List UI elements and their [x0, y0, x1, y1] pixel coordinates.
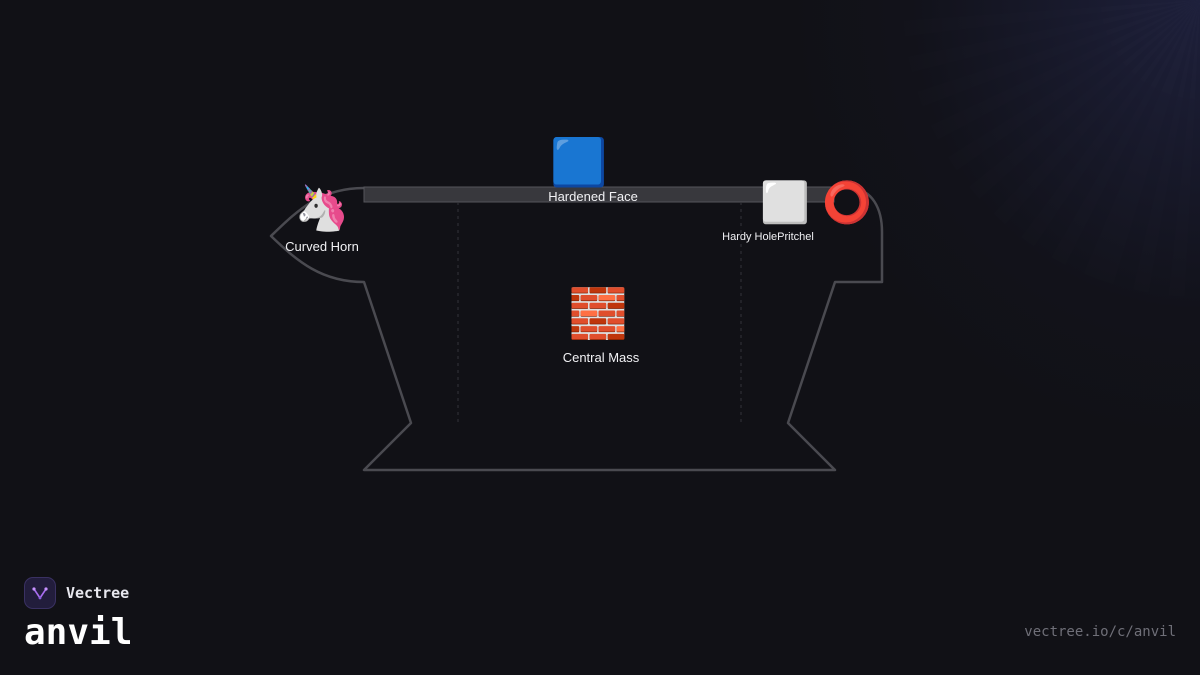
red-ring-hole-icon: ⭕ [822, 180, 872, 226]
hardened-face-plate [363, 186, 835, 203]
part-label-hardened-face: Hardened Face [548, 189, 638, 204]
vectree-logo-icon[interactable] [24, 577, 56, 609]
part-hardy-pritchel-holes: ⬜ ⭕ Hardy HolePritchel [722, 183, 872, 243]
brand-row: Vectree [24, 577, 132, 609]
brick-icon: 🧱 [568, 286, 628, 342]
part-central-mass: 🧱 Central Mass [563, 290, 640, 365]
hole-icons: ⬜ ⭕ [760, 183, 872, 223]
unicorn-icon: 🦄 [294, 183, 350, 234]
part-label-central-mass: Central Mass [562, 350, 640, 365]
footer-url-link[interactable]: vectree.io/c/anvil [1024, 624, 1176, 640]
background-glow [640, 0, 1200, 560]
part-hardened-face: 🟦 Hardened Face [548, 139, 638, 204]
part-label-hardy-hole-pritchel: Hardy HolePritchel [722, 231, 814, 243]
part-curved-horn: 🦄 Curved Horn [285, 183, 359, 255]
blue-square-icon: 🟦 [550, 135, 608, 189]
brand-name[interactable]: Vectree [66, 584, 130, 602]
white-square-hole-icon: ⬜ [760, 180, 810, 226]
vectree-logo-mark [32, 587, 48, 600]
part-label-curved-horn: Curved Horn [285, 239, 359, 254]
anvil-outline [269, 186, 884, 472]
page-title: anvil [24, 612, 133, 653]
brand-block: Vectree anvil [24, 577, 132, 653]
